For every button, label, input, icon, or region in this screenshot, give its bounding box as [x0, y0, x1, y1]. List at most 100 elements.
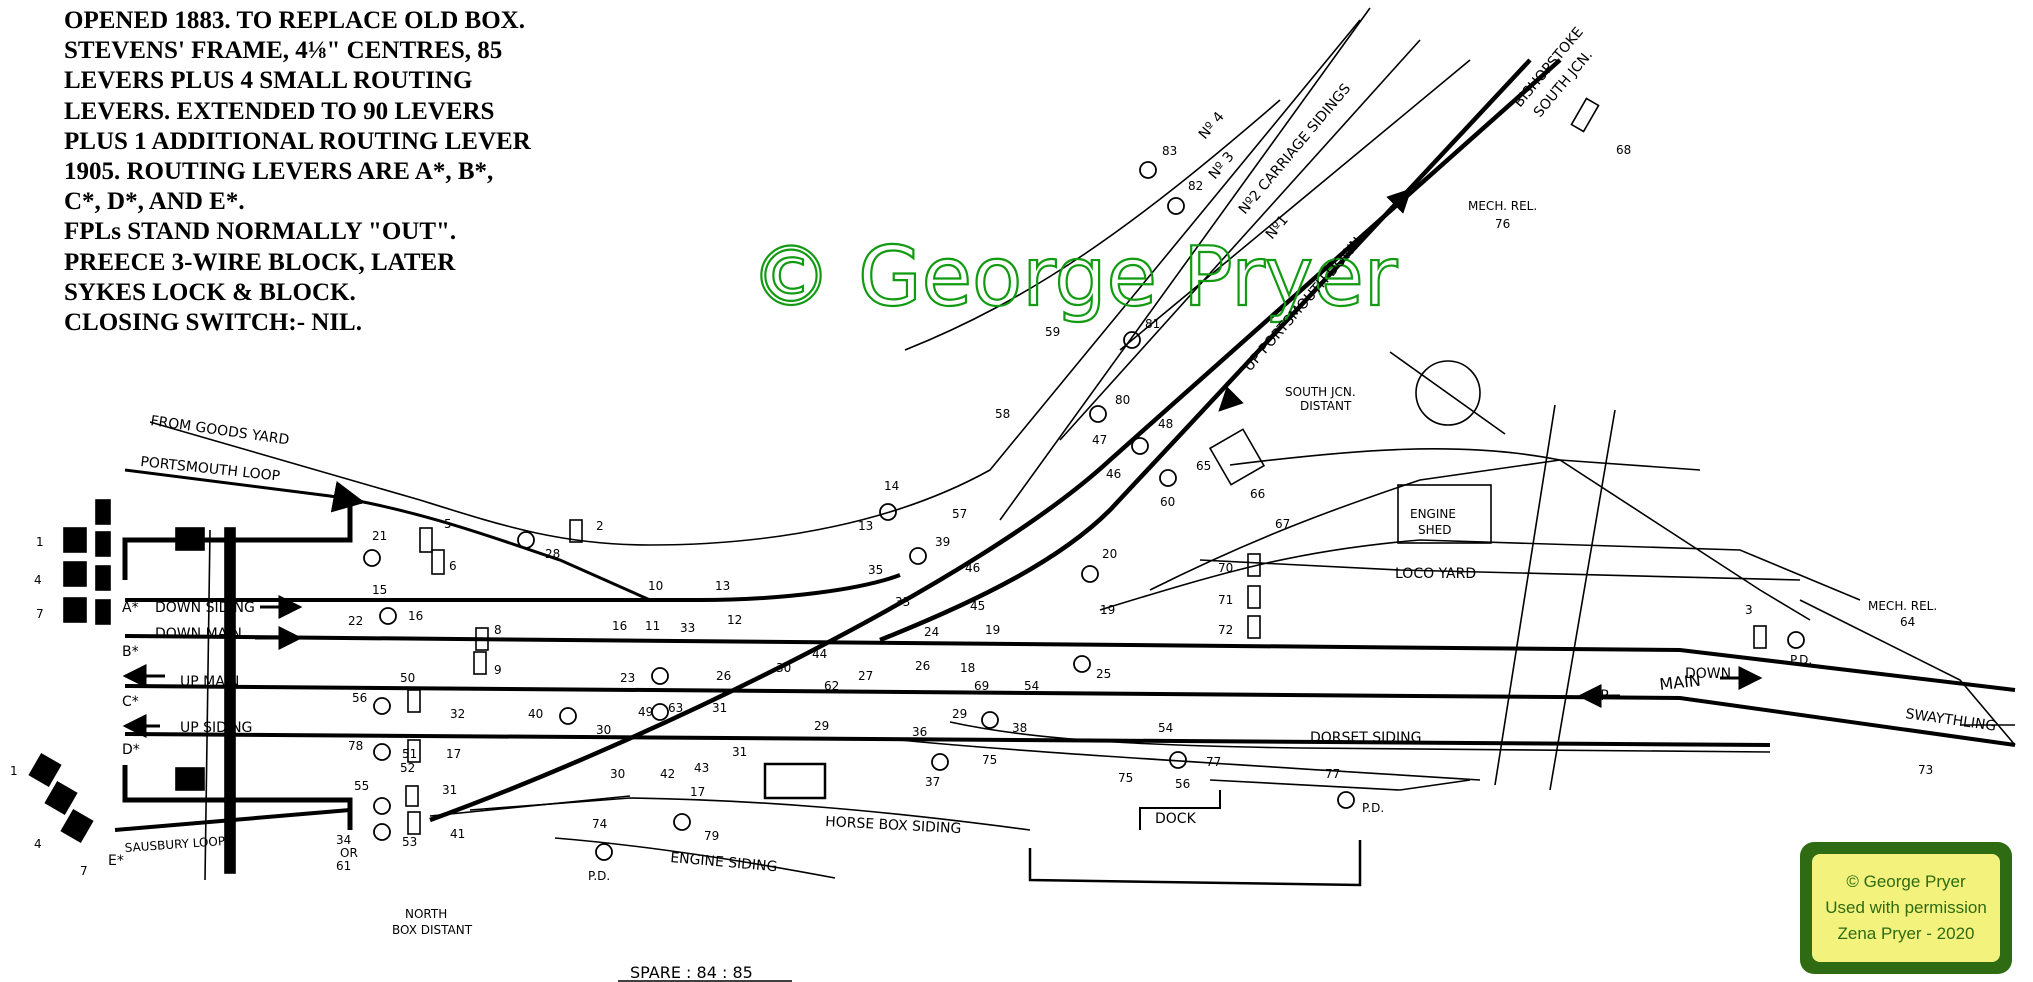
label-south-jcn-2: DISTANT — [1300, 399, 1352, 413]
lever-number: 51 — [402, 747, 417, 761]
lever-number: 65 — [1196, 459, 1211, 473]
lever-number: 52 — [400, 761, 415, 775]
lever-number: 35 — [868, 563, 883, 577]
route-c: C* — [122, 694, 139, 710]
lever-number: 4 — [34, 573, 42, 587]
signal-symbol — [373, 743, 391, 761]
lever-number: 30 — [776, 661, 791, 675]
lever-number: 82 — [1188, 179, 1203, 193]
lever-number: 53 — [402, 835, 417, 849]
label-north-box-1: NORTH — [405, 907, 447, 921]
lever-number: 54 — [1158, 721, 1173, 735]
lever-number: 61 — [336, 859, 351, 873]
lever-number: 14 — [884, 479, 899, 493]
lever-number: P.D. — [1790, 653, 1812, 667]
bridge-left — [1494, 404, 1556, 786]
portsmouth-up-line — [429, 58, 1562, 823]
label-mech-rel-64-1: MECH. REL. — [1868, 599, 1937, 613]
lever-number: 27 — [858, 669, 873, 683]
signal-symbol — [373, 823, 391, 841]
signal-symbol — [1081, 565, 1099, 583]
label-engine-shed-1: ENGINE — [1410, 507, 1456, 521]
lever-number: 12 — [727, 613, 742, 627]
label-horse-box-siding: HORSE BOX SIDING — [825, 814, 962, 837]
lever-number: 77 — [1206, 755, 1221, 769]
loco-yard-line-2 — [1099, 539, 1861, 611]
badge-line-2: Used with permission — [1825, 898, 1987, 917]
lever-number: 73 — [1918, 763, 1933, 777]
lever-number: OR — [340, 846, 358, 860]
lever-number: 56 — [352, 691, 367, 705]
lever-number: 31 — [442, 783, 457, 797]
label-spare: SPARE : 84 : 85 — [630, 963, 753, 982]
lever-number: 79 — [704, 829, 719, 843]
down-main-line — [124, 634, 2016, 692]
note-line: 1905. ROUTING LEVERS ARE A*, B*, — [64, 158, 494, 186]
lever-number: 46 — [1106, 467, 1121, 481]
note-line: OPENED 1883. TO REPLACE OLD BOX. — [64, 7, 525, 34]
permission-badge: © George Pryer Used with permission Zena… — [1800, 842, 2012, 974]
lever-number: 33 — [895, 595, 910, 609]
sw-line — [1799, 599, 2016, 746]
lever-number: 3 — [1745, 603, 1753, 617]
note-line: PREECE 3-WIRE BLOCK, LATER — [64, 248, 456, 276]
route-letters: A* B* C* D* E* — [108, 600, 140, 869]
label-up: UP — [1590, 688, 1609, 704]
route-b: B* — [122, 644, 139, 660]
lever-number: 17 — [690, 785, 705, 799]
carriage-siding-1 — [1119, 59, 1471, 351]
lever-number: 6 — [449, 559, 457, 573]
lever-number: 47 — [1092, 433, 1107, 447]
lever-number: 25 — [1096, 667, 1111, 681]
label-mech-rel-76-2: 76 — [1495, 217, 1510, 231]
signal-symbol — [1139, 161, 1157, 179]
signal-symbol — [559, 707, 577, 725]
lever-number: 8 — [494, 623, 502, 637]
lever-number: 16 — [612, 619, 627, 633]
lever-number: 36 — [912, 725, 927, 739]
lever-number: 18 — [960, 661, 975, 675]
label-dock: DOCK — [1155, 811, 1197, 827]
running-lines — [114, 7, 2016, 887]
lever-number: 55 — [354, 779, 369, 793]
dock-line-2 — [1209, 779, 1471, 791]
lever-number: 68 — [1616, 143, 1631, 157]
lever-number: 19 — [985, 623, 1000, 637]
lever-number: 72 — [1218, 623, 1233, 637]
lever-number: 26 — [915, 659, 930, 673]
horse-box-siding-line — [469, 797, 1031, 831]
label-down-siding: DOWN SIDING — [155, 600, 255, 616]
note-line: CLOSING SWITCH:- NIL. — [64, 309, 362, 337]
lever-number: 46 — [965, 561, 980, 575]
engine-siding-line — [554, 837, 836, 879]
engine-shed-box — [1397, 484, 1492, 544]
signal-symbol — [1123, 331, 1141, 349]
label-engine-siding: ENGINE SIDING — [670, 850, 778, 875]
lever-number: 40 — [528, 707, 543, 721]
lever-number: 29 — [952, 707, 967, 721]
up-siding-line — [124, 732, 1771, 747]
lever-number: P.D. — [588, 869, 610, 883]
lever-number: 83 — [1162, 144, 1177, 158]
lever-number: 63 — [668, 701, 683, 715]
signal-symbol — [673, 813, 691, 831]
lever-number: 32 — [450, 707, 465, 721]
lever-number: 17 — [446, 747, 461, 761]
down-siding-line — [125, 573, 901, 602]
lever-number: 48 — [1158, 417, 1173, 431]
portsmouth-down-line — [879, 58, 1532, 643]
ground-frame-box — [763, 762, 827, 800]
lever-number: 30 — [596, 723, 611, 737]
signal-symbol — [1169, 751, 1187, 769]
label-mech-rel-64-2: 64 — [1900, 615, 1915, 629]
label-salisbury-loop: SAUSBURY LOOP — [124, 834, 225, 855]
goods-yard-line — [149, 19, 1361, 546]
lever-numbers: 1 4 7 1 4 7 2 5 6 28 21 15 16 22 8 9 10 … — [10, 143, 1933, 883]
signal-symbol — [379, 607, 397, 625]
label-main: MAIN — [1658, 671, 1701, 694]
lever-number: 71 — [1218, 593, 1233, 607]
lever-number: 7 — [80, 864, 88, 878]
dorset-siding-line — [949, 721, 1771, 753]
lever-number: 21 — [372, 529, 387, 543]
lever-number: 74 — [592, 817, 607, 831]
